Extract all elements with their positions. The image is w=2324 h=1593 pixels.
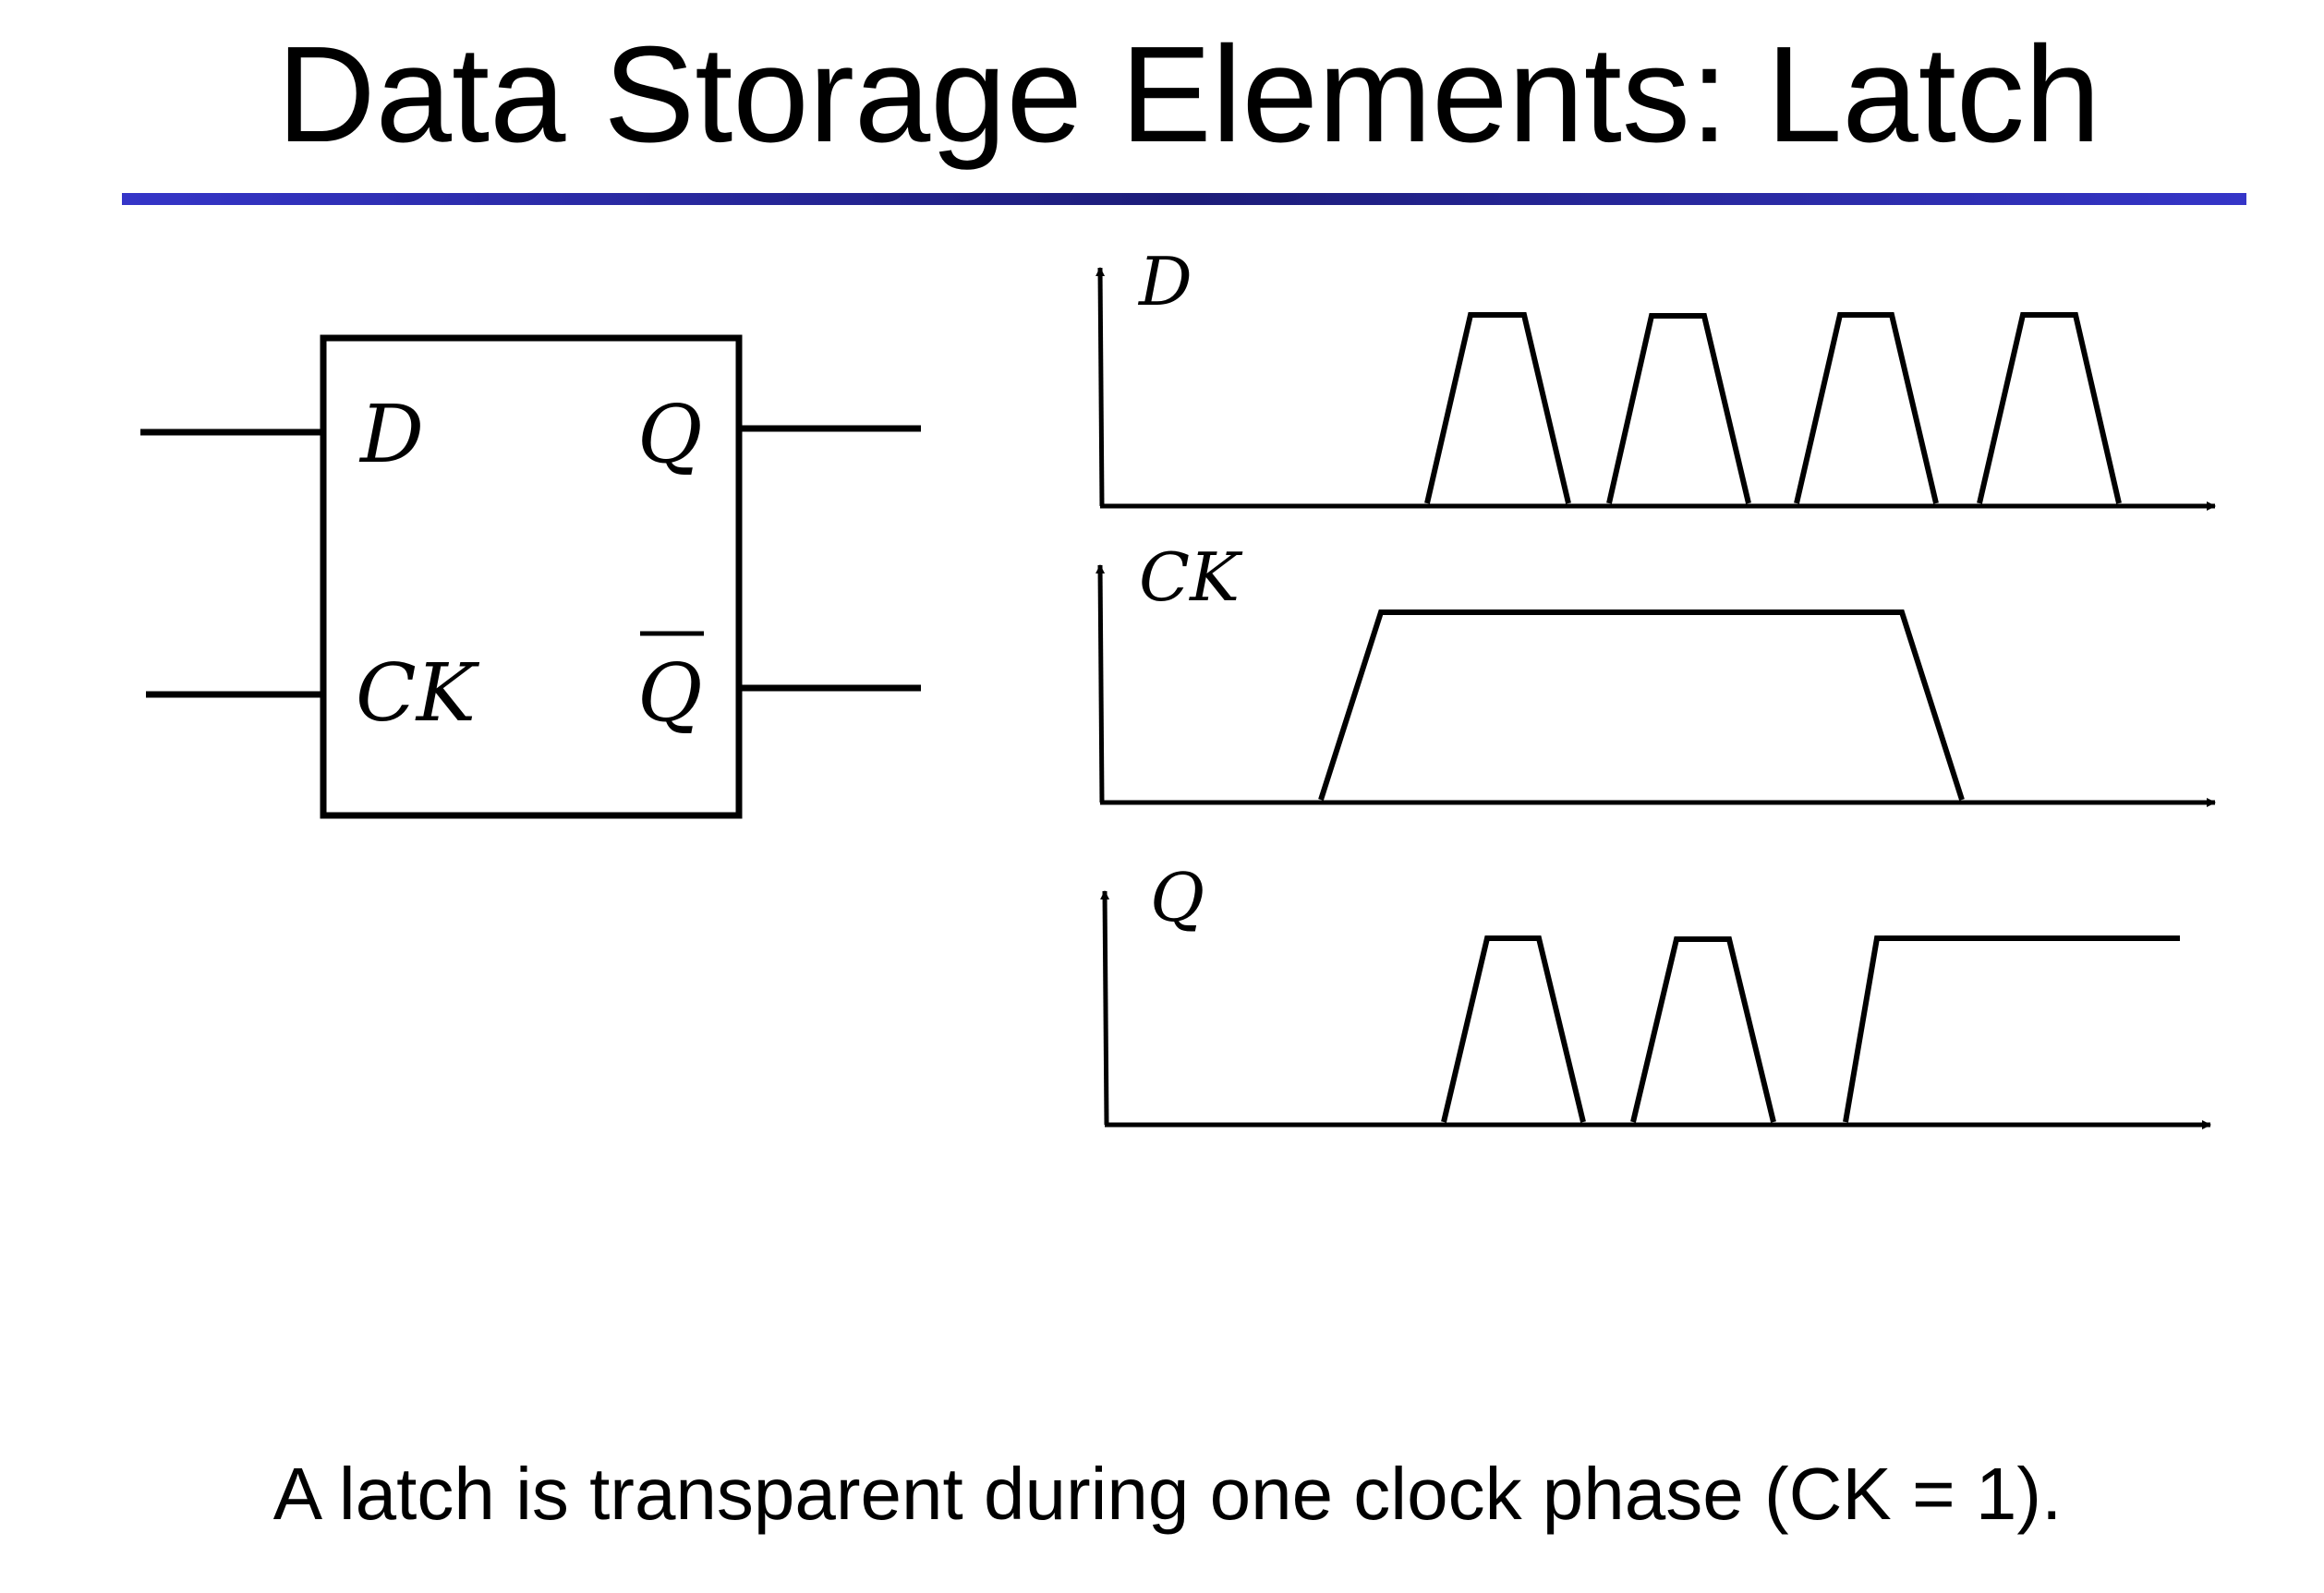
q-pulse-2 [1630,936,1776,1123]
ck-pulse [1318,609,1965,801]
latch-box [320,334,743,819]
ck-y-axis [1095,564,1106,803]
slide-caption: A latch is transparent during one clock … [272,1453,2063,1535]
d-axis-label: D [1137,243,1192,320]
q-final-rise [1843,935,2180,1123]
qbar-output-label: Q [637,647,703,740]
d-pulse-4 [1977,312,2122,504]
timing-q: Q [1100,859,2211,1129]
latch-symbol [140,334,921,819]
timing-ck: CK [1095,538,2216,807]
d-pulse-2 [1606,313,1751,504]
timing-d: D [1095,243,2216,511]
q-pulse-1 [1441,935,1586,1123]
q-output-label: Q [637,389,703,481]
d-pulse-3 [1794,312,1939,504]
title-underline [122,193,2246,205]
slide-title: Data Storage Elements: Latch [276,18,2101,171]
d-input-label: D [358,389,424,481]
q-axis-label: Q [1150,859,1204,936]
ck-axis-label: CK [1139,538,1243,616]
d-y-axis [1095,267,1106,507]
ck-input-label: CK [356,647,480,740]
d-pulse-1 [1424,312,1571,504]
q-y-axis [1100,890,1110,1126]
